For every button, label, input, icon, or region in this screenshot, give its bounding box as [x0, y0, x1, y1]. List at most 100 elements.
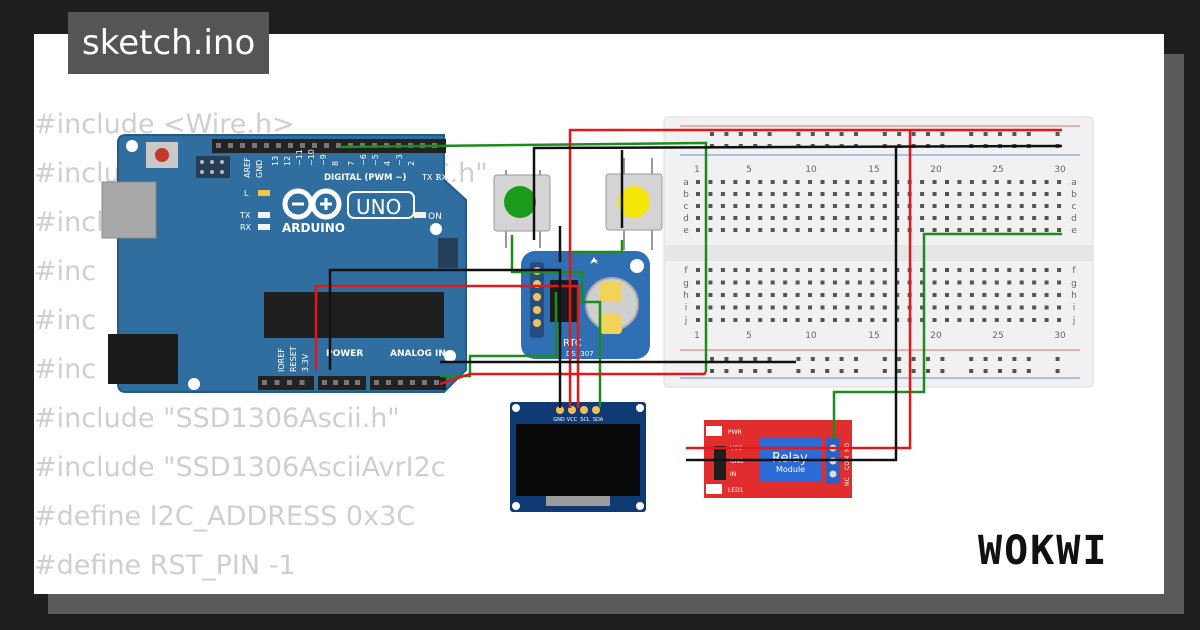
hole — [708, 228, 713, 232]
column-number: 10 — [805, 165, 817, 175]
hole — [832, 280, 837, 285]
hole — [355, 380, 360, 385]
hole — [1007, 318, 1012, 322]
hole — [758, 216, 763, 220]
hole — [870, 192, 875, 196]
hole — [932, 280, 937, 285]
hole — [926, 357, 930, 361]
green-pushbutton[interactable] — [493, 170, 551, 248]
hole — [998, 357, 1002, 361]
hole — [808, 216, 813, 220]
column-number: 25 — [992, 165, 1003, 175]
oled-display[interactable]: GND VCC SCL SDA — [510, 402, 646, 512]
hole — [1044, 293, 1049, 297]
hole — [839, 369, 844, 373]
hole — [920, 280, 925, 285]
hole — [982, 228, 987, 232]
arduino-model: UNO — [356, 195, 401, 219]
hole — [708, 280, 713, 285]
hole — [857, 318, 862, 322]
hole — [708, 180, 713, 184]
hole — [982, 180, 987, 184]
hole — [994, 180, 999, 184]
hole — [1007, 228, 1012, 232]
hole — [795, 216, 800, 220]
digital-header-label: DIGITAL (PWM ~) — [324, 173, 406, 183]
power-header-2 — [318, 376, 366, 390]
hole — [957, 318, 962, 322]
hole — [994, 216, 999, 220]
hole — [870, 318, 875, 322]
pin-label: IN — [730, 471, 736, 478]
hole — [857, 216, 862, 220]
hole — [940, 357, 945, 361]
hole — [1026, 357, 1031, 361]
hole — [1055, 132, 1060, 136]
hole — [1055, 357, 1060, 361]
hole — [969, 293, 974, 297]
hole — [945, 228, 949, 232]
breadboard[interactable]: 1 5 10 15 20 25 30 1 5 10 15 20 25 30 a … — [663, 116, 1094, 388]
hole — [932, 192, 937, 196]
hole — [969, 132, 974, 136]
hole — [845, 305, 850, 310]
hole — [1057, 280, 1062, 285]
wire-black — [686, 146, 898, 462]
hole — [832, 305, 837, 310]
hole — [982, 268, 987, 272]
hole — [1007, 305, 1012, 310]
pin-label: AREF — [243, 157, 252, 178]
hole — [957, 293, 962, 297]
wire-green — [510, 235, 602, 407]
hole — [857, 204, 862, 208]
hole — [832, 192, 837, 196]
hole — [982, 280, 987, 285]
hole — [832, 180, 837, 184]
hole — [708, 216, 713, 220]
hole — [882, 369, 887, 373]
hole — [932, 216, 937, 220]
hole — [857, 180, 862, 184]
hole — [945, 192, 949, 196]
icsp-header — [196, 156, 230, 178]
code-line: #define RST_PIN -1 — [34, 550, 296, 581]
hole — [940, 369, 945, 373]
hole — [783, 216, 788, 220]
hole — [1032, 318, 1037, 322]
hole — [994, 305, 999, 310]
pin-label: RX 0 — [436, 173, 455, 182]
hole — [745, 293, 750, 297]
hole — [696, 318, 700, 322]
hole — [795, 192, 800, 196]
led-label: TX — [239, 211, 251, 220]
hole — [720, 204, 725, 208]
hole — [710, 144, 714, 148]
rtc-module[interactable]: RTC DS1307 — [521, 251, 650, 359]
hole — [920, 180, 925, 184]
hole — [287, 380, 292, 385]
pin-label: ~11 — [295, 149, 304, 166]
hole — [897, 132, 902, 136]
hole — [312, 143, 317, 148]
hole — [795, 318, 800, 322]
hole — [216, 143, 221, 148]
reset-button-cap[interactable] — [155, 148, 169, 162]
analog-header — [370, 376, 446, 390]
hole — [1032, 280, 1037, 285]
hole — [808, 192, 813, 196]
hole — [1032, 192, 1037, 196]
hole — [1026, 132, 1031, 136]
arduino-uno-board[interactable]: AREF GND 13 12 ~11 ~10 ~9 8 7 ~6 ~5 4 ~3… — [101, 134, 467, 393]
analog-label: ANALOG IN — [390, 349, 446, 359]
hole — [1044, 318, 1049, 322]
hole — [1019, 293, 1024, 297]
hole — [322, 380, 327, 385]
hole — [745, 280, 750, 285]
hole — [969, 268, 974, 272]
hole — [753, 357, 758, 361]
hole — [696, 305, 700, 310]
yellow-pushbutton[interactable] — [605, 158, 663, 250]
file-title-tab[interactable]: sketch.ino — [68, 12, 270, 74]
code-line: #inc — [34, 256, 97, 287]
hole — [832, 204, 837, 208]
